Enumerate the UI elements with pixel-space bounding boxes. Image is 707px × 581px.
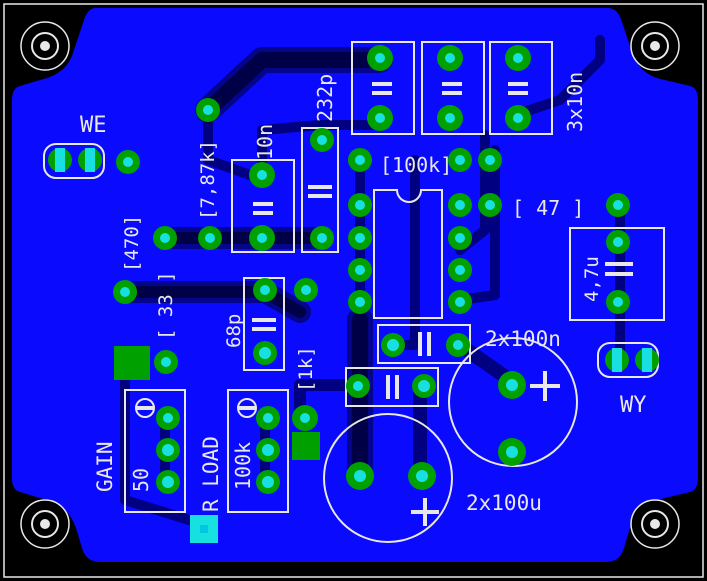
label-10n: 10n [253, 124, 277, 160]
pad [381, 333, 405, 357]
ic-pins-left [348, 148, 372, 314]
label-100k: [100k] [380, 153, 452, 177]
pad [253, 341, 277, 365]
label-we: WE [80, 113, 107, 138]
board-edge [3, 3, 704, 578]
cap-symbols [252, 82, 633, 399]
label-wy: WY [620, 393, 647, 418]
rload-pot [237, 398, 280, 494]
label-1k: [1k] [295, 346, 317, 392]
label-232p: 232p [313, 74, 337, 122]
pad [437, 45, 463, 71]
pad [294, 278, 318, 302]
mounting-hole-br [630, 499, 680, 549]
pad [437, 105, 463, 131]
pad [505, 105, 531, 131]
label-3x10n: 3x10n [563, 72, 587, 132]
label-470: [470] [121, 215, 143, 272]
pad [310, 226, 334, 250]
pad [249, 162, 275, 188]
pad [446, 333, 470, 357]
pad [292, 405, 318, 431]
label-2x100u: 2x100u [466, 491, 542, 515]
gain-pot [135, 398, 180, 494]
label-33: [ 33 ] [155, 271, 177, 340]
label-rload-value: 100k [231, 442, 255, 490]
square-pad [292, 432, 320, 460]
pad [606, 290, 630, 314]
label-2x100n: 2x100n [485, 327, 561, 351]
pad [249, 225, 275, 251]
pad [606, 193, 630, 217]
pad [310, 128, 334, 152]
mounting-hole-bl [20, 499, 70, 549]
pad [412, 374, 436, 398]
connector-wy [605, 348, 659, 372]
square-pad [114, 346, 150, 380]
polarity-marks [411, 371, 560, 526]
pad [198, 226, 222, 250]
label-4u7: 4,7u [581, 256, 603, 302]
label-gain-value: 50 [129, 468, 153, 492]
silk-labels: WE WY 232p 3x10n 10n [7,87k] [470] [100k… [80, 72, 647, 515]
pad [606, 230, 630, 254]
mounting-holes [20, 21, 680, 549]
label-rload: R LOAD [199, 436, 223, 512]
pad [196, 98, 220, 122]
label-68p: 68p [223, 314, 245, 348]
pad [153, 226, 177, 250]
label-7k87: [7,87k] [197, 140, 219, 220]
ic-pins-right [448, 148, 502, 314]
pad [367, 45, 393, 71]
pad [346, 374, 370, 398]
connector-we [48, 148, 140, 174]
pad [408, 462, 436, 490]
mounting-hole-tl [20, 21, 70, 71]
label-47: [ 47 ] [512, 196, 584, 220]
pads [48, 45, 659, 543]
pad [498, 371, 526, 399]
pad [253, 278, 277, 302]
silkscreen [43, 41, 665, 543]
pad [505, 45, 531, 71]
pad [113, 280, 137, 304]
pad [498, 438, 526, 466]
pad [346, 462, 374, 490]
pad [367, 105, 393, 131]
mounting-hole-tr [630, 21, 680, 71]
label-gain: GAIN [93, 441, 117, 492]
